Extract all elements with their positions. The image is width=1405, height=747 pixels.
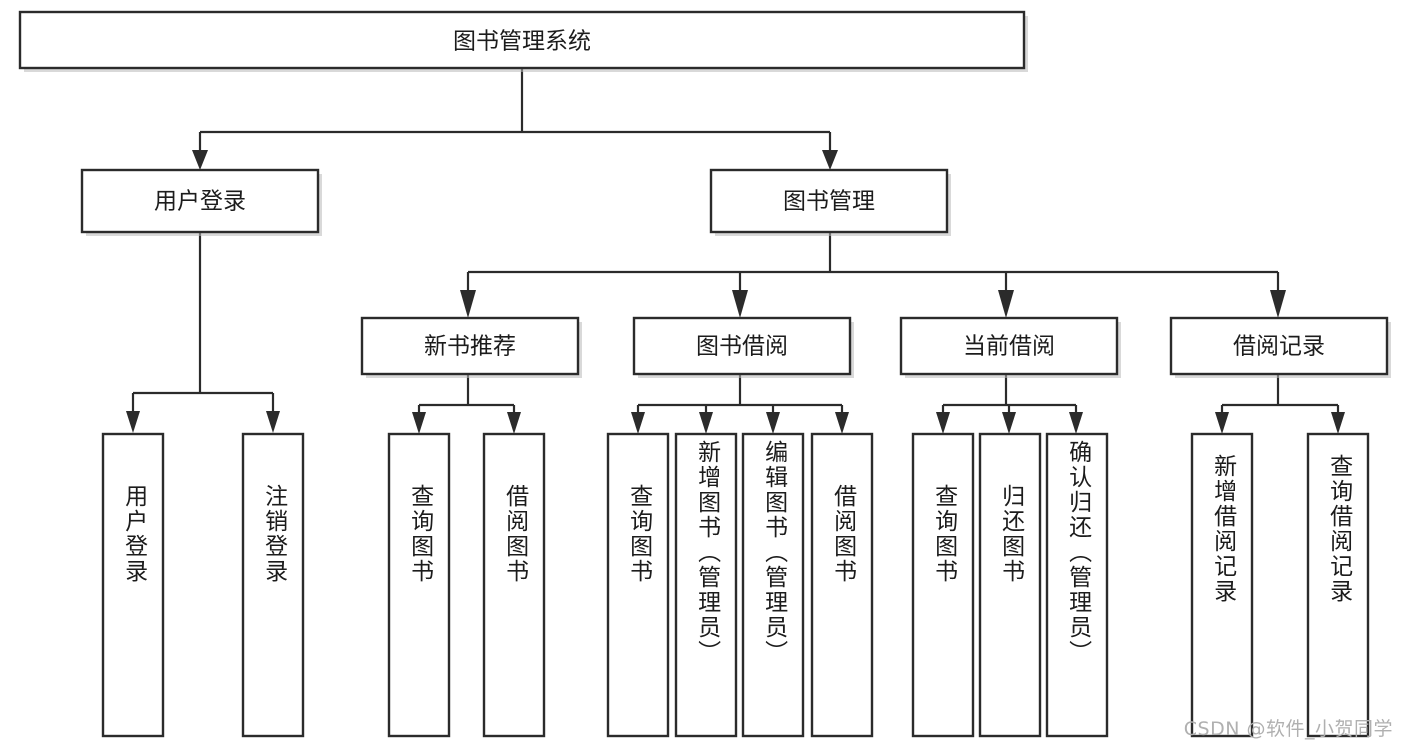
arrow-to-leaf-return-book	[1002, 412, 1016, 434]
leaf-add-record-box	[1190, 432, 1254, 738]
arrow-to-leaf-user-logout	[266, 411, 280, 433]
arrow-to-new-book-recommend	[460, 290, 476, 318]
node-leaf-query-record[interactable]: 查询借阅记录	[1306, 432, 1370, 738]
leaf-return-book-box	[978, 432, 1042, 738]
user-login-label: 用户登录	[154, 189, 246, 215]
leaf-query-book-3-box	[911, 432, 975, 738]
arrow-to-book-manage	[822, 150, 838, 170]
leaf-confirm-return-box	[1045, 432, 1109, 738]
leaf-query-book-2-box	[606, 432, 670, 738]
leaf-query-book-1-box	[387, 432, 451, 738]
leaf-borrow-book-2-box	[810, 432, 874, 738]
current-borrow-box	[899, 316, 1119, 376]
node-leaf-query-book-1[interactable]: 查询图书	[387, 432, 451, 738]
arrow-to-leaf-borrow-book-1	[507, 412, 521, 434]
node-leaf-user-login[interactable]: 用户登录	[101, 432, 165, 738]
arrow-to-leaf-borrow-book-2	[835, 412, 849, 434]
new-book-recommend-box	[360, 316, 580, 376]
leaf-user-login-label: 用户登录	[120, 484, 147, 584]
leaf-query-book-3-label: 查询图书	[930, 484, 957, 584]
node-leaf-add-book[interactable]: 新增图书（管理员）	[674, 432, 738, 738]
arrow-to-leaf-query-book-2	[631, 412, 645, 434]
leaf-user-logout-label: 注销登录	[260, 484, 287, 584]
root-label: 图书管理系统	[453, 29, 591, 55]
node-leaf-user-logout[interactable]: 注销登录	[241, 432, 305, 738]
leaf-query-book-1-label: 查询图书	[406, 484, 433, 584]
node-book-manage[interactable]: 图书管理	[709, 168, 951, 236]
arrow-to-leaf-add-book	[699, 412, 713, 434]
leaf-confirm-return-label: 确认归还（管理员）	[1064, 440, 1091, 665]
arrow-to-book-borrow	[732, 290, 748, 318]
arrow-to-user-login	[192, 150, 208, 170]
node-leaf-borrow-book-2[interactable]: 借阅图书	[810, 432, 874, 738]
borrow-record-label: 借阅记录	[1233, 334, 1325, 360]
book-borrow-label: 图书借阅	[696, 334, 788, 360]
node-leaf-query-book-2[interactable]: 查询图书	[606, 432, 670, 738]
leaf-borrow-book-2-label: 借阅图书	[829, 484, 856, 584]
arrow-to-leaf-confirm-return	[1069, 412, 1083, 434]
node-leaf-add-record[interactable]: 新增借阅记录	[1190, 432, 1254, 738]
node-leaf-confirm-return[interactable]: 确认归还（管理员）	[1045, 432, 1109, 738]
node-leaf-edit-book[interactable]: 编辑图书（管理员）	[741, 432, 805, 738]
arrow-to-leaf-query-record	[1331, 412, 1345, 434]
leaf-return-book-label: 归还图书	[997, 484, 1024, 584]
leaf-query-record-label: 查询借阅记录	[1325, 454, 1352, 604]
node-user-login[interactable]: 用户登录	[80, 168, 322, 236]
node-leaf-return-book[interactable]: 归还图书	[978, 432, 1042, 738]
leaf-query-book-2-label: 查询图书	[625, 484, 652, 584]
root-box	[18, 10, 1026, 70]
arrow-to-current-borrow	[998, 290, 1014, 318]
arrow-to-borrow-record	[1270, 290, 1286, 318]
node-new-book-recommend[interactable]: 新书推荐	[360, 316, 582, 378]
arrow-to-leaf-add-record	[1215, 412, 1229, 434]
leaf-borrow-book-1-label: 借阅图书	[501, 484, 528, 584]
book-manage-label: 图书管理	[783, 189, 875, 215]
book-borrow-box	[632, 316, 852, 376]
leaf-add-book-label: 新增图书（管理员）	[693, 440, 720, 665]
current-borrow-label: 当前借阅	[963, 334, 1055, 360]
borrow-record-box	[1169, 316, 1389, 376]
user-login-box	[80, 168, 320, 234]
node-leaf-query-book-3[interactable]: 查询图书	[911, 432, 975, 738]
node-current-borrow[interactable]: 当前借阅	[899, 316, 1121, 378]
new-book-recommend-label: 新书推荐	[424, 334, 516, 360]
leaf-user-login-box	[101, 432, 165, 738]
node-leaf-borrow-book-1[interactable]: 借阅图书	[482, 432, 546, 738]
leaf-query-record-box	[1306, 432, 1370, 738]
book-manage-box	[709, 168, 949, 234]
leaf-borrow-book-1-box	[482, 432, 546, 738]
connector-layer	[126, 68, 1345, 434]
leaf-edit-book-label: 编辑图书（管理员）	[760, 440, 787, 665]
node-book-borrow[interactable]: 图书借阅	[632, 316, 854, 378]
arrow-to-leaf-query-book-1	[412, 412, 426, 434]
leaf-add-record-label: 新增借阅记录	[1209, 454, 1236, 604]
arrow-to-leaf-user-login	[126, 411, 140, 433]
leaf-user-logout-box	[241, 432, 305, 738]
arrow-to-leaf-edit-book	[766, 412, 780, 434]
arrow-to-leaf-query-book-3	[936, 412, 950, 434]
node-borrow-record[interactable]: 借阅记录	[1169, 316, 1391, 378]
leaf-edit-book-box	[741, 432, 805, 738]
leaf-add-book-box	[674, 432, 738, 738]
node-root[interactable]: 图书管理系统	[18, 10, 1028, 72]
